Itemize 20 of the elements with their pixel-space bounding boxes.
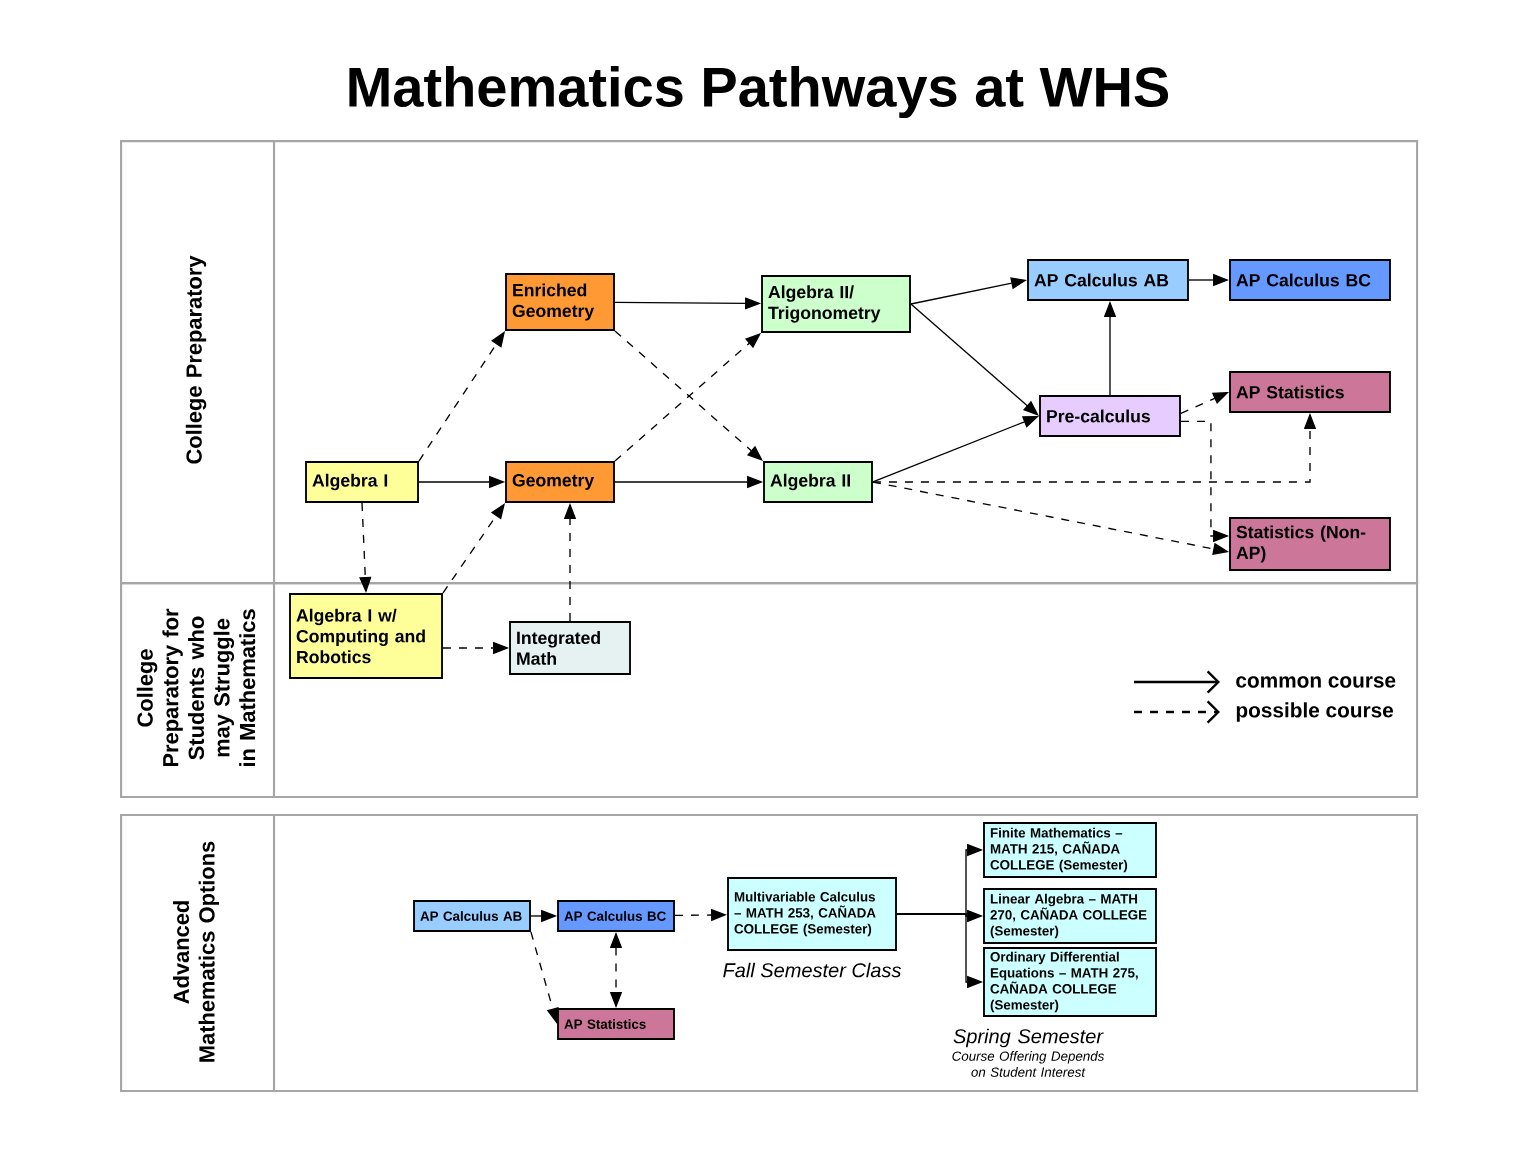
course-box: Algebra II <box>763 461 873 503</box>
course-box: Statistics (Non-AP) <box>1229 517 1391 571</box>
course-box: Algebra I <box>305 461 419 503</box>
course-box: AP Statistics <box>1229 371 1391 413</box>
section-heading: College Preparatory for Students who may Struggle in Mathematics <box>136 608 256 767</box>
section-heading: College Preparatory <box>185 255 207 464</box>
course-box: AP Calculus BC <box>1229 259 1391 301</box>
course-box: Geometry <box>505 461 615 503</box>
legend-text: common course <box>1236 676 1396 688</box>
note: Spring Semester <box>953 1028 1104 1048</box>
section-heading: Advanced Mathematics Options <box>173 841 219 1062</box>
course-box: AP Calculus AB <box>1027 259 1189 301</box>
course-box: Pre-calculus <box>1039 395 1181 437</box>
legend-text: possible course <box>1236 702 1394 722</box>
course-box: Enriched Geometry <box>505 273 615 331</box>
course-box: Integrated Math <box>509 621 631 675</box>
course-note: Fall Semester Class <box>723 962 901 978</box>
title: Mathematics Pathways at WHS <box>349 65 1169 119</box>
course-box: Algebra II/ Trigonometry <box>761 275 911 333</box>
course-box: Algebra I w/ Computing and Robotics <box>289 593 443 679</box>
